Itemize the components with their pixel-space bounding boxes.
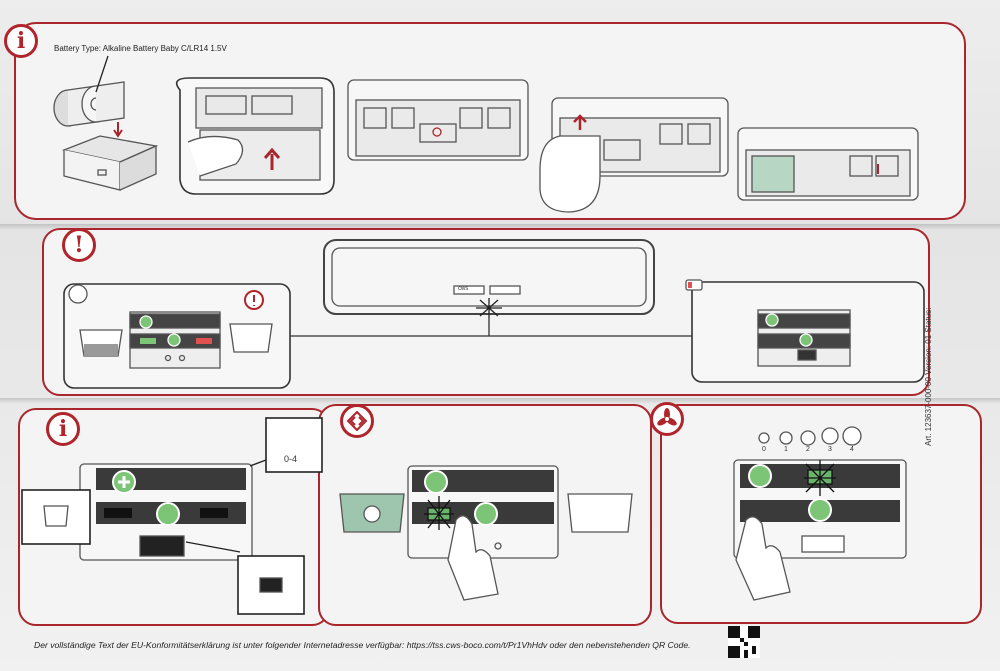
fan-icon: [650, 402, 684, 436]
fan-range-label: 0-4: [284, 454, 298, 464]
conformity-footer: Der vollständige Text der EU-Konformität…: [34, 640, 691, 650]
mode-select-demo: [339, 465, 633, 601]
low-battery-panel: [685, 279, 925, 383]
step-open-cover: [175, 77, 335, 195]
control-unit-info: [21, 417, 323, 615]
dispenser-level-panel: [63, 283, 291, 389]
fan-level-3: 3: [828, 446, 832, 453]
step-close-cover: [737, 127, 919, 201]
step-insert-battery: [539, 97, 729, 213]
warning-icon: !: [62, 228, 96, 262]
battery-illustration: [53, 55, 159, 191]
fan-level-1: 1: [784, 446, 788, 453]
fan-level-0: 0: [762, 446, 766, 453]
fold-line: [0, 398, 1000, 404]
step-device-open: [347, 79, 529, 161]
fan-level-2: 2: [806, 446, 810, 453]
info-icon: i: [46, 412, 80, 446]
article-code: Art. 123637-000-00 Version: 01 Status:: [924, 307, 933, 446]
fold-line: [0, 224, 1000, 230]
diamond-arrows-icon: [340, 404, 374, 438]
fan-speed-demo: [733, 426, 907, 601]
device-logo: cws: [458, 286, 469, 292]
info-icon: i: [4, 24, 38, 58]
fan-level-4: 4: [850, 446, 854, 453]
qr-code: [728, 626, 760, 658]
battery-type-label: Battery Type: Alkaline Battery Baby C/LR…: [54, 44, 227, 53]
wide-device: [290, 239, 692, 337]
